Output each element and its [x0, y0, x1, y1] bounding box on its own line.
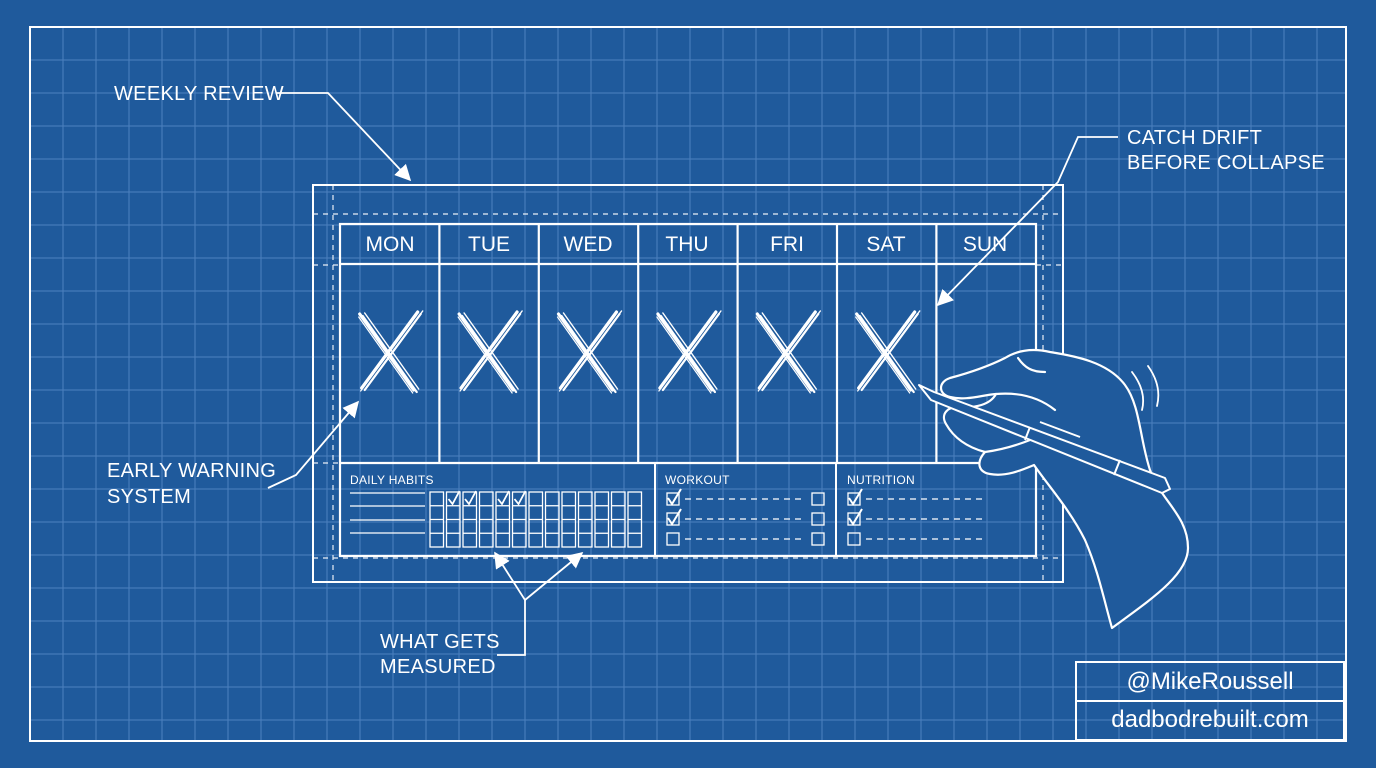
measured-label-line1: WHAT GETS [380, 631, 500, 653]
checklists [666, 488, 986, 546]
x-mark-mon [358, 310, 424, 394]
day-label-tue: TUE [468, 233, 510, 256]
check-icon [667, 488, 682, 506]
day-label-wed: WED [563, 233, 613, 256]
measured-label-line2: MEASURED [380, 656, 496, 678]
x-mark-sat [855, 310, 921, 394]
workout-checkbox [666, 532, 680, 546]
check-icon [464, 490, 477, 506]
day-label-fri: FRI [770, 233, 804, 256]
day-label-thu: THU [665, 233, 709, 256]
daily-habits-label: DAILY HABITS [350, 473, 434, 487]
habit-tracker [350, 490, 643, 548]
check-icon [447, 490, 461, 506]
workout-checkbox [811, 492, 825, 506]
day-label-sat: SAT [866, 233, 906, 256]
early-warning-label-line2: SYSTEM [107, 486, 192, 508]
credit-website: dadbodrebuilt.com [1111, 706, 1309, 733]
annotation-leaders [267, 92, 1118, 656]
day-label-mon: MON [365, 233, 415, 256]
check-icon [848, 508, 863, 526]
workout-checkbox [666, 492, 680, 506]
motion-lines [1131, 365, 1160, 411]
x-mark-wed [556, 310, 623, 394]
weekly-review-label: WEEKLY REVIEW [114, 83, 284, 105]
catch-drift-label-line1: CATCH DRIFT [1127, 127, 1263, 149]
nutrition-checkbox [847, 512, 861, 526]
nutrition-label: NUTRITION [847, 473, 916, 487]
workout-checkbox [811, 512, 825, 526]
x-mark-tue [457, 310, 523, 394]
workout-checkbox [666, 512, 680, 526]
outer-border [29, 26, 1347, 742]
check-icon [848, 488, 863, 506]
credits-box [1075, 661, 1345, 741]
x-marks [358, 310, 921, 394]
workout-label: WORKOUT [665, 473, 730, 487]
credit-handle: @MikeRoussell [1126, 668, 1294, 695]
check-icon [497, 490, 510, 506]
day-label-sun: SUN [962, 233, 1008, 256]
nutrition-checkbox [847, 532, 861, 546]
workout-checkbox [811, 532, 825, 546]
x-mark-fri [755, 310, 821, 394]
catch-drift-label-line2: BEFORE COLLAPSE [1127, 152, 1325, 174]
x-mark-thu [656, 310, 722, 394]
check-icon [513, 490, 527, 506]
check-icon [667, 508, 682, 526]
nutrition-checkbox [847, 492, 861, 506]
pen-icon [918, 384, 1171, 494]
early-warning-label-line1: EARLY WARNING [107, 460, 277, 482]
